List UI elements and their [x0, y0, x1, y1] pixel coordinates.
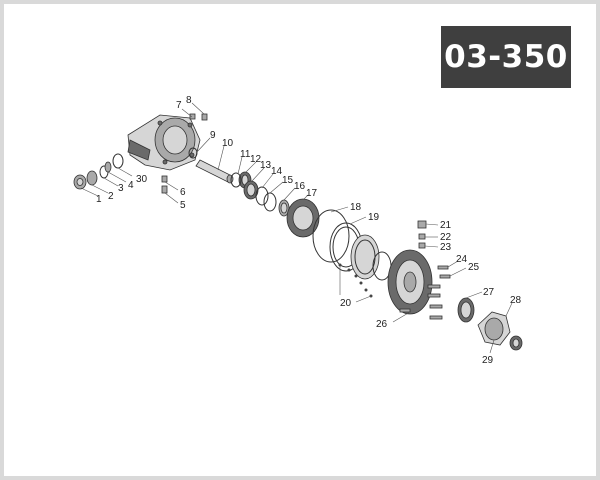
callout-28: 28 — [510, 295, 522, 306]
callout-26: 26 — [376, 319, 388, 330]
shaft-part — [188, 147, 234, 184]
leader-lines — [80, 102, 513, 354]
callout-18: 18 — [350, 202, 362, 213]
callout-29: 29 — [482, 355, 494, 366]
callout-23: 23 — [440, 242, 452, 253]
callout-20: 20 — [340, 298, 352, 309]
callout-24: 24 — [456, 254, 468, 265]
callout-15: 15 — [282, 175, 294, 186]
seal-27 — [457, 297, 475, 323]
pinion-parts — [73, 153, 124, 190]
callout-10: 10 — [222, 138, 234, 149]
callout-22: 22 — [440, 232, 452, 243]
ring-18-19 — [312, 209, 392, 281]
callout-2: 2 — [108, 191, 114, 202]
callout-1: 1 — [96, 194, 102, 205]
callout-12: 12 — [250, 154, 262, 165]
small-bolts — [161, 113, 208, 194]
callout-27: 27 — [483, 287, 495, 298]
callout-13: 13 — [260, 160, 272, 171]
callout-labels: 1 2 3 4 30 5 6 7 8 9 10 11 12 13 14 15 1… — [96, 95, 522, 366]
callout-25: 25 — [468, 262, 480, 273]
housing-part — [127, 114, 201, 171]
planet-carrier — [387, 249, 433, 315]
hub-28-29 — [477, 311, 523, 351]
callout-11: 11 — [240, 149, 251, 160]
callout-30: 30 — [136, 174, 148, 185]
callout-5: 5 — [180, 200, 186, 211]
ring-set — [230, 171, 290, 217]
bolts-21-26 — [399, 220, 451, 320]
callout-19: 19 — [368, 212, 380, 223]
callout-8: 8 — [186, 95, 192, 106]
gear-17 — [286, 198, 320, 238]
callout-6: 6 — [180, 187, 186, 198]
diagram-code-badge: 03-350 — [441, 26, 571, 88]
callout-16: 16 — [294, 181, 306, 192]
callout-17: 17 — [306, 188, 318, 199]
callout-14: 14 — [271, 166, 283, 177]
callout-7: 7 — [176, 100, 182, 111]
callout-9: 9 — [210, 130, 216, 141]
callout-21: 21 — [440, 220, 452, 231]
callout-3: 3 — [118, 183, 124, 194]
callout-4: 4 — [128, 180, 134, 191]
